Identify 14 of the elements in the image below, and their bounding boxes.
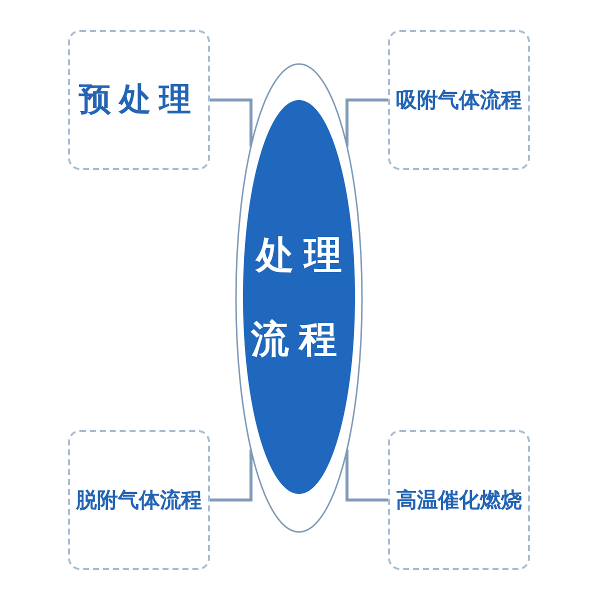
box-label: 吸附气体流程 (396, 87, 522, 114)
connector-line (346, 450, 388, 502)
connector-line (346, 98, 388, 146)
box-label: 高温催化燃烧 (396, 487, 522, 514)
process-box (68, 30, 210, 170)
box-label: 预处理 (79, 79, 199, 120)
center-title: 处理流程 (250, 232, 353, 363)
process-box (388, 430, 530, 570)
connector-line (210, 450, 252, 502)
process-box (68, 430, 210, 570)
center-ellipse (235, 63, 363, 533)
connector-line (210, 98, 252, 146)
process-box (388, 30, 530, 170)
box-label: 脱附气体流程 (76, 487, 202, 514)
